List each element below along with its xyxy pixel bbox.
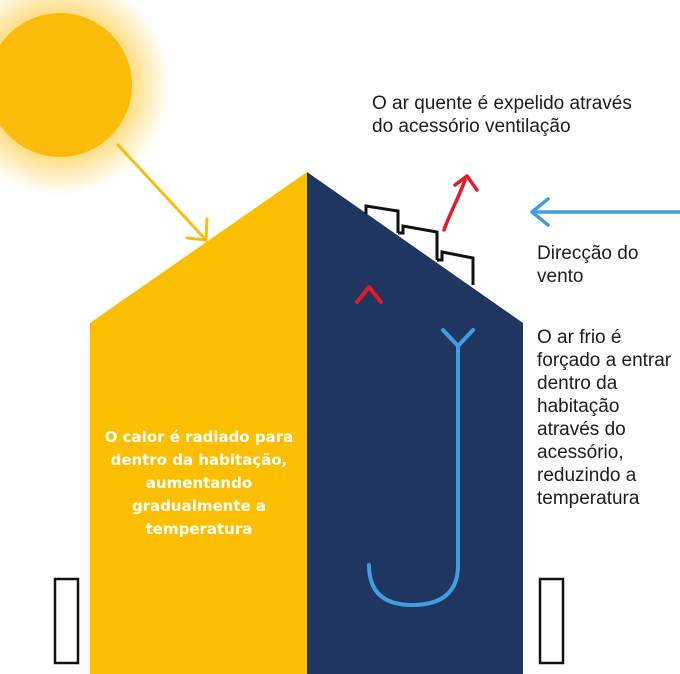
house-left-half bbox=[90, 172, 307, 674]
wind-direction-label: Direcção do vento bbox=[537, 243, 639, 287]
roof-vent-fixtures bbox=[364, 204, 475, 285]
hot-air-outlet-arrow bbox=[442, 174, 479, 232]
heat-radiated-label: O calor é radiado para dentro da habitaç… bbox=[104, 428, 294, 538]
wind-direction-arrow bbox=[530, 197, 680, 227]
airflow-loop bbox=[355, 285, 475, 607]
left-door-frame bbox=[53, 577, 80, 665]
cold-air-forced-label: O ar frio é forçado a entrar dentro da h… bbox=[537, 327, 672, 509]
sun bbox=[0, 13, 132, 157]
sun-ray-arrow bbox=[116, 143, 209, 242]
hot-air-expelled-label: O ar quente é expelido através do acessó… bbox=[372, 93, 632, 137]
right-door-frame bbox=[538, 577, 565, 665]
house-right-half bbox=[307, 172, 523, 674]
